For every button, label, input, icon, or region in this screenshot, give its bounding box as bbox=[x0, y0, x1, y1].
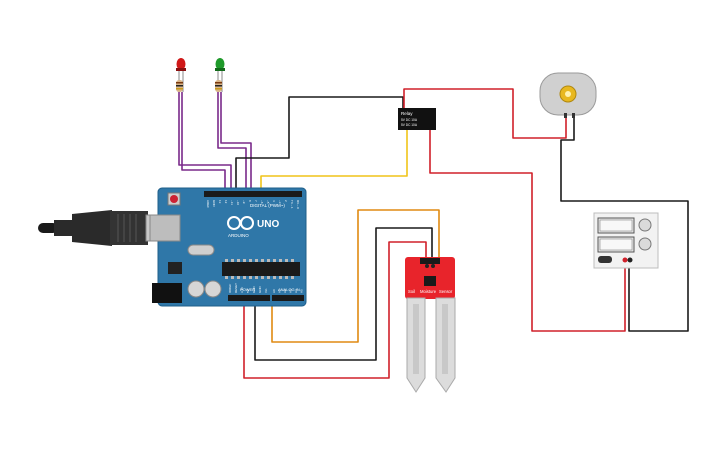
pin-label: GND bbox=[212, 200, 216, 208]
pin-label: A1 bbox=[278, 289, 282, 293]
sensor-chip bbox=[424, 276, 436, 286]
pin-label: RX←0 bbox=[296, 200, 300, 209]
regulator bbox=[168, 262, 182, 274]
power-header bbox=[228, 295, 270, 301]
wire-sensor-analog[interactable] bbox=[271, 209, 440, 343]
pin-label: A5 bbox=[300, 289, 304, 293]
pin-label: GND bbox=[252, 286, 256, 294]
wire-motor-to-supply[interactable] bbox=[560, 117, 689, 332]
power-jack bbox=[152, 283, 182, 303]
relay-spec-1: 5V DC 10A bbox=[401, 118, 418, 122]
green-led-resistor[interactable] bbox=[215, 80, 222, 92]
digital-label: DIGITAL (PWM~) bbox=[250, 203, 285, 208]
pin-label: 3.3V bbox=[240, 287, 244, 293]
wire-relay-to-supply[interactable] bbox=[429, 130, 626, 332]
power-label: POWER bbox=[240, 287, 255, 292]
soil-moisture-sensor[interactable]: Soil Moisture Sensor bbox=[405, 257, 456, 393]
pin-label: TX→1 bbox=[290, 200, 294, 209]
red-led-resistor[interactable] bbox=[176, 80, 183, 92]
pin-label: IOREF bbox=[228, 284, 232, 293]
pin-label: 12 bbox=[224, 200, 228, 204]
wire-relay-to-motor[interactable] bbox=[403, 88, 567, 139]
sensor-label-moisture: Moisture bbox=[420, 289, 437, 294]
pin-label: 4 bbox=[272, 200, 276, 202]
analog-label: ANALOG IN bbox=[278, 287, 300, 292]
microcontroller-chip bbox=[222, 262, 300, 276]
pin-label: GND bbox=[258, 286, 262, 294]
pin-label: ~9 bbox=[242, 200, 246, 204]
sensor-label-sensor: Sensor bbox=[439, 289, 453, 294]
pin-label: 7 bbox=[254, 200, 258, 202]
power-switch[interactable] bbox=[598, 256, 612, 263]
pin-label: Vin bbox=[264, 288, 268, 293]
wire-red-led-to-pin12[interactable] bbox=[178, 92, 232, 193]
wire-sensor-vcc[interactable] bbox=[243, 241, 427, 379]
pin-label: RESET bbox=[234, 283, 238, 293]
voltage-knob[interactable] bbox=[638, 218, 652, 232]
board-brand-label: ARDUINO bbox=[228, 233, 249, 238]
pin-label: 2 bbox=[284, 200, 288, 202]
sensor-label-soil: Soil bbox=[408, 289, 415, 294]
pin-label: 13 bbox=[218, 200, 222, 204]
arduino-logo bbox=[227, 216, 254, 230]
analog-header bbox=[272, 295, 304, 301]
negative-terminal[interactable] bbox=[627, 257, 633, 263]
wire-sensor-gnd[interactable] bbox=[254, 227, 433, 361]
pin-label: A0 bbox=[272, 289, 276, 293]
board-model-label: UNO bbox=[257, 219, 279, 230]
digital-header bbox=[204, 191, 302, 197]
relay-title: Relay bbox=[401, 111, 413, 116]
crystal bbox=[187, 244, 215, 256]
pin-label: ~3 bbox=[278, 200, 282, 204]
current-knob[interactable] bbox=[638, 237, 652, 251]
wire-green-led-gnd[interactable] bbox=[220, 92, 252, 193]
pin-label: A3 bbox=[289, 289, 293, 293]
wires bbox=[178, 88, 689, 379]
pin-label: 8 bbox=[248, 200, 252, 202]
wire-relay-signal[interactable] bbox=[260, 130, 408, 193]
capacitor bbox=[187, 280, 205, 298]
pin-label: ~11 bbox=[230, 200, 234, 205]
pin-label: ~5 bbox=[266, 200, 270, 204]
pin-label: AREF bbox=[206, 200, 210, 208]
pin-label: A4 bbox=[294, 289, 298, 293]
capacitor bbox=[204, 280, 222, 298]
power-supply[interactable] bbox=[593, 212, 659, 269]
arduino-board[interactable]: UNO ARDUINO DIGITAL (PWM~) POWER ANALOG … bbox=[149, 187, 307, 307]
pin-label: ~10 bbox=[236, 200, 240, 205]
usb-jack bbox=[149, 214, 181, 242]
pin-label: 5V bbox=[246, 289, 250, 293]
wire-relay-gnd[interactable] bbox=[235, 96, 404, 193]
pin-label: A2 bbox=[283, 289, 287, 293]
dc-motor[interactable] bbox=[539, 72, 597, 118]
relay-module[interactable]: Relay 5V DC 10A 5V DC 10A bbox=[398, 108, 436, 130]
wire-red-led-gnd[interactable] bbox=[181, 92, 226, 193]
positive-terminal[interactable] bbox=[622, 257, 628, 263]
wire-green-led-to-pin13[interactable] bbox=[217, 92, 247, 193]
relay-spec-2: 5V DC 10A bbox=[401, 123, 418, 127]
pin-label: ~6 bbox=[260, 200, 264, 204]
